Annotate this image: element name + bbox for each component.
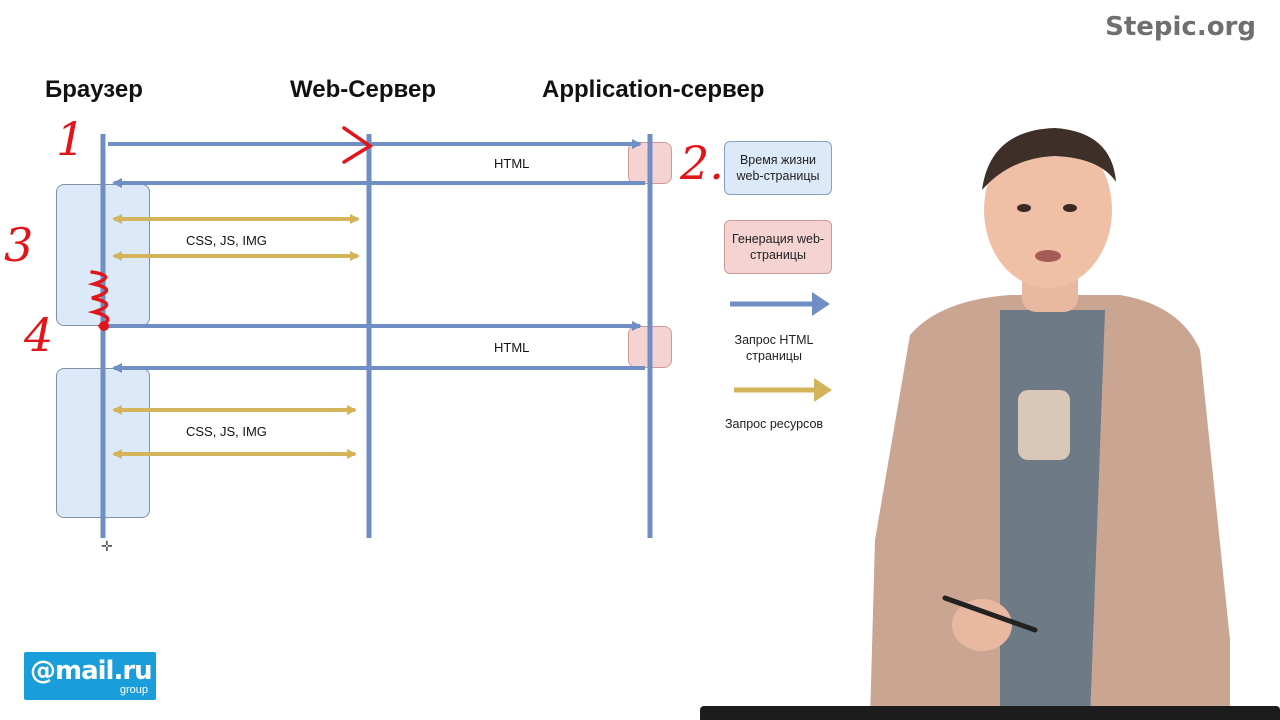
annotation-1: 1	[56, 112, 86, 166]
legend-page-lifetime: Время жизни web-страницы	[724, 141, 832, 195]
legend-arrows	[730, 292, 832, 402]
presenter-eye-left	[1017, 204, 1031, 212]
annotation-2: 2.	[680, 136, 724, 190]
presenter-hand	[952, 599, 1012, 651]
watermark: Stepic.org	[1105, 12, 1256, 42]
sequence-diagram	[87, 126, 653, 538]
presenter-shirt-print	[1018, 390, 1070, 460]
presenter-head	[984, 132, 1112, 288]
legend-page-generation: Генерация web-страницы	[724, 220, 832, 274]
desk-edge	[700, 706, 1280, 720]
handwritten-chevron	[342, 126, 374, 164]
browser-title: Браузер	[45, 76, 143, 103]
legend-resource-request: Запрос ресурсов	[724, 417, 824, 431]
annotation-4: 4	[24, 308, 54, 362]
web-server-title: Web-Сервер	[290, 76, 437, 103]
legend-html-request: Запрос HTML страницы	[734, 333, 814, 363]
presenter-hair	[982, 128, 1116, 190]
legend-resource-arrowhead	[814, 378, 832, 402]
presenter-shirt	[1000, 310, 1105, 720]
app-server-title: Application-сервер	[542, 76, 765, 103]
annotation-3: 3	[4, 218, 34, 272]
logo-sub-text: group	[119, 684, 148, 696]
presenter-figure	[870, 128, 1230, 720]
crosshair-cursor-icon: ✛	[101, 539, 113, 555]
mailru-logo: @mail.ru group	[24, 652, 156, 700]
presenter-eye-right	[1063, 204, 1077, 212]
html-label-2: HTML	[494, 340, 530, 355]
logo-main-text: @mail.ru	[30, 656, 153, 686]
handwritten-squiggle	[87, 270, 110, 328]
presenter-mouth	[1035, 250, 1061, 262]
resources-label-2: CSS, JS, IMG	[186, 424, 267, 439]
resources-label-1: CSS, JS, IMG	[186, 233, 267, 248]
handwritten-dot	[99, 321, 109, 331]
presenter-pen	[942, 595, 1038, 633]
legend-html-arrowhead	[812, 292, 830, 316]
html-label-1: HTML	[494, 156, 530, 171]
